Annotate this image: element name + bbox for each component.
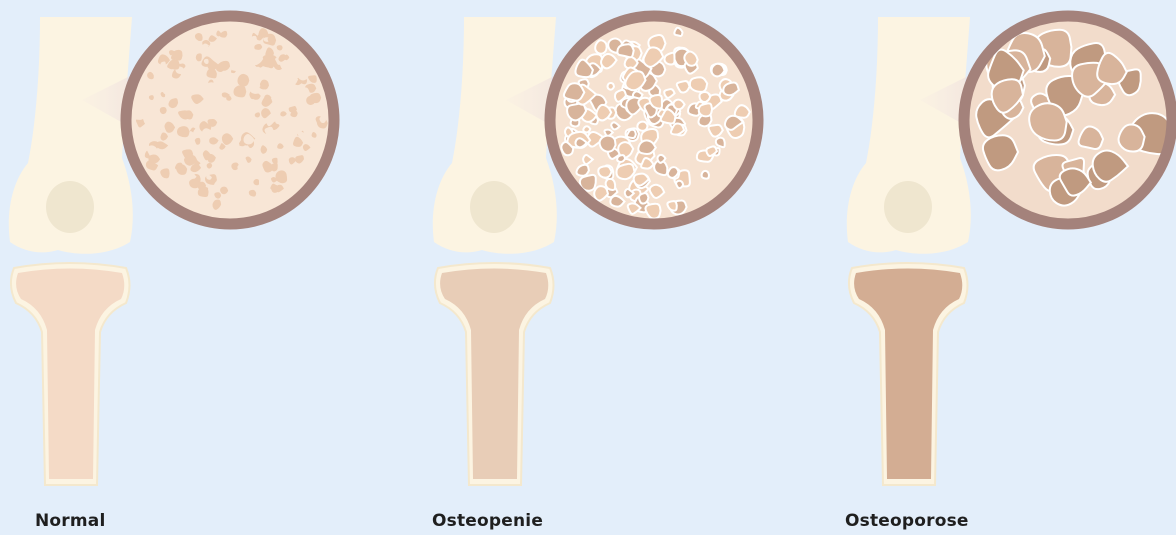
pore [699, 92, 710, 102]
bone-tissue-osteoporose [854, 269, 962, 480]
pore [677, 81, 690, 92]
pore [633, 91, 643, 98]
upper-bone [9, 17, 133, 254]
bone-tissue-normal [16, 269, 124, 480]
pore [617, 44, 633, 57]
pore [674, 28, 682, 36]
pore [712, 64, 725, 77]
pore [716, 138, 725, 148]
pore [668, 167, 679, 178]
pore [639, 193, 649, 203]
pore [617, 155, 625, 162]
magnifier-normal [126, 16, 334, 224]
upper-bone [847, 17, 971, 254]
label-osteopenie: Osteopenie [432, 511, 543, 531]
panel-osteoporose [847, 16, 1174, 485]
pore [595, 40, 607, 54]
bone-tissue-osteopenie [440, 269, 548, 480]
pore [638, 140, 656, 154]
pore [673, 100, 684, 110]
pore [684, 52, 697, 66]
pore [664, 53, 674, 65]
label-normal: Normal [35, 511, 106, 531]
pore [690, 77, 707, 92]
lower-bone [11, 263, 130, 485]
pore [637, 122, 647, 131]
lower-bone [435, 263, 554, 485]
pore [598, 166, 611, 177]
pore [676, 181, 683, 188]
pore [627, 130, 636, 138]
pore [616, 164, 634, 179]
magnifier-osteoporose [964, 16, 1174, 224]
magnifier-osteopenie [550, 16, 758, 224]
pore [657, 155, 665, 163]
pore [699, 103, 712, 116]
joint-spot [470, 181, 518, 233]
label-osteoporose: Osteoporose [845, 511, 969, 531]
panel-osteopenie [433, 16, 758, 485]
pore [1119, 124, 1145, 151]
pore [607, 83, 614, 90]
upper-bone [433, 17, 557, 254]
panel-normal [9, 16, 334, 485]
pore [709, 125, 723, 137]
joint-spot [46, 181, 94, 233]
joint-spot [884, 181, 932, 233]
lower-bone [849, 263, 968, 485]
pore [576, 165, 588, 176]
pore [583, 126, 590, 132]
pore [702, 171, 709, 179]
pore [600, 136, 616, 152]
pore [667, 201, 676, 211]
